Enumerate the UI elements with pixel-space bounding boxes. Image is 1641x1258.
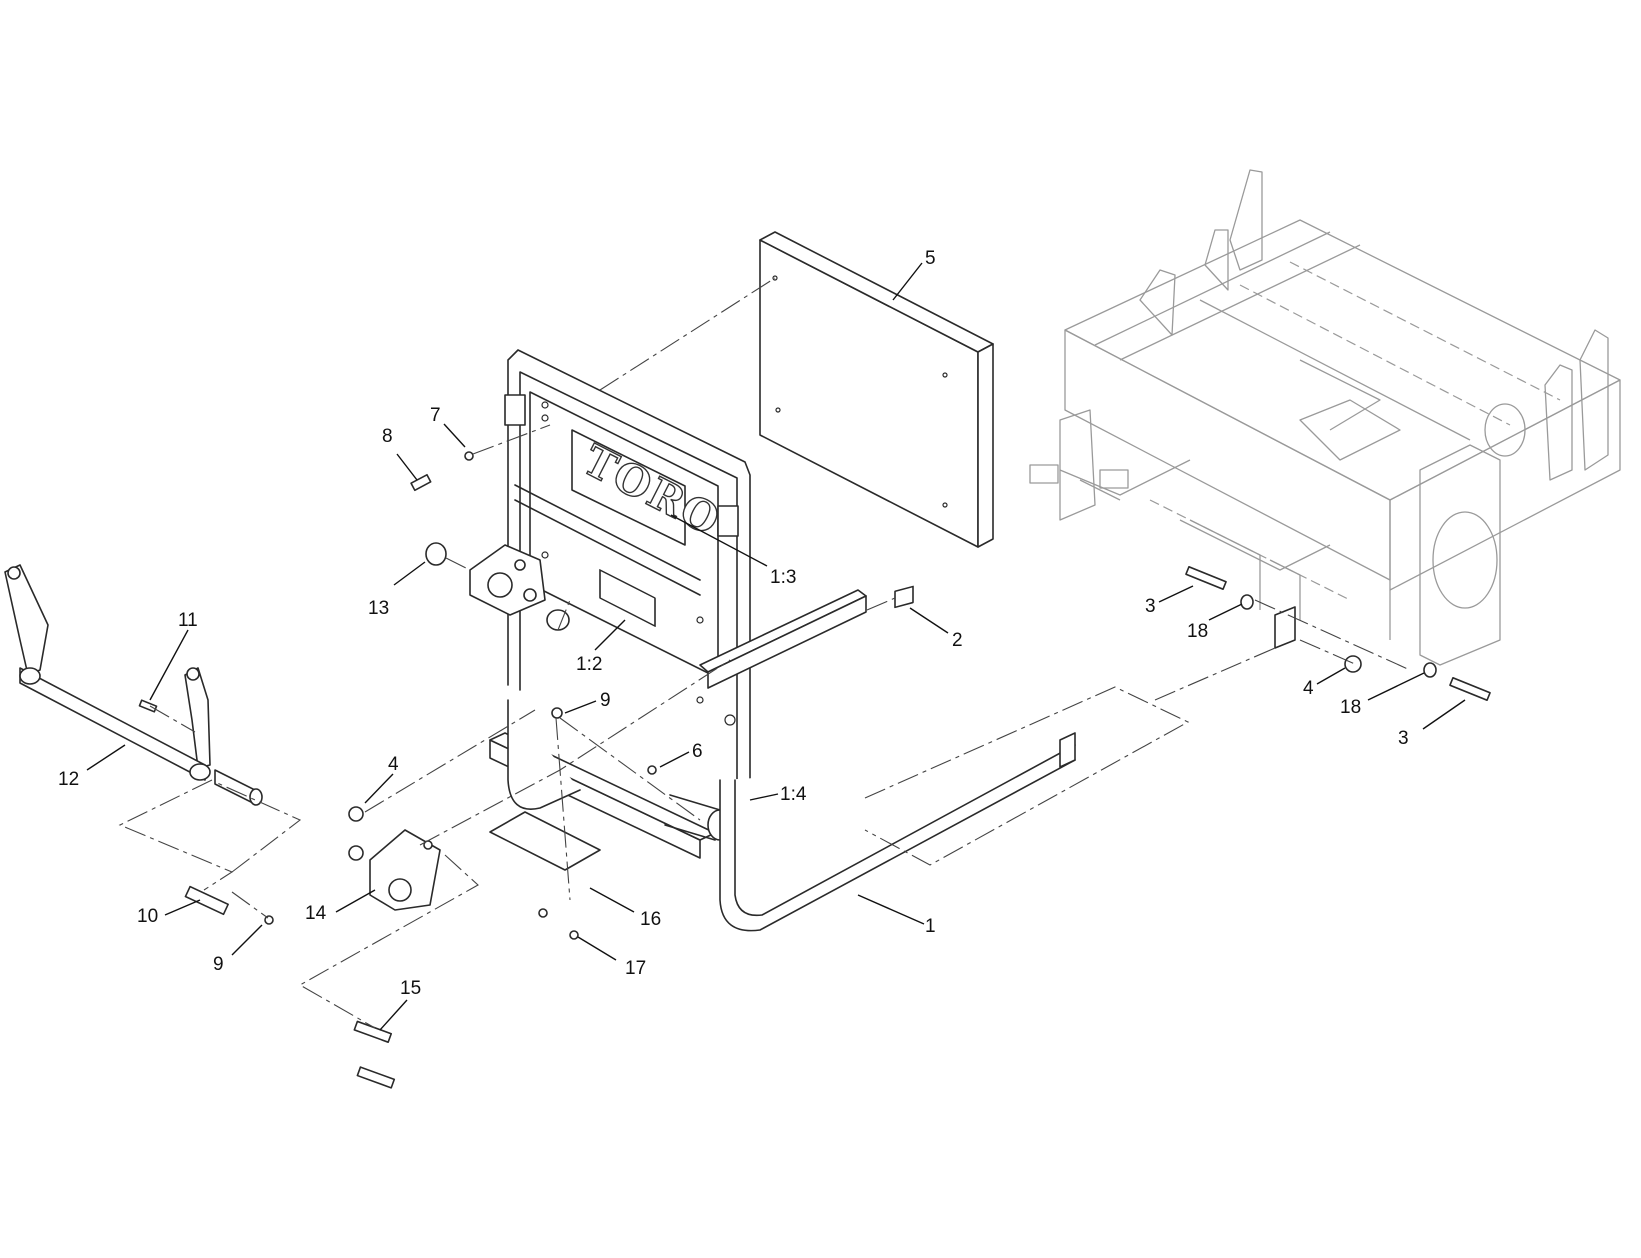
leader-lines (86, 262, 1466, 1031)
callout-13: 13 (368, 598, 389, 619)
mower-frame (1029, 169, 1621, 666)
callout-5: 5 (925, 248, 936, 269)
callout-11: 11 (178, 610, 198, 631)
callout-1-4: 1:4 (780, 784, 807, 805)
callout-1: 1 (925, 916, 936, 937)
callout-labels: 5 7 8 13 1:3 1:2 2 11 12 9 6 1:4 4 14 10… (58, 248, 1409, 999)
callout-3-lower: 3 (1398, 728, 1409, 749)
callout-3-upper: 3 (1145, 596, 1156, 617)
callout-10: 10 (137, 906, 158, 927)
callout-1-3: 1:3 (770, 567, 796, 588)
callout-9-upper: 9 (600, 690, 611, 711)
callout-12: 12 (58, 769, 79, 790)
callout-7: 7 (430, 405, 441, 426)
callout-1-2: 1:2 (576, 654, 602, 675)
callout-4-left: 4 (388, 754, 399, 775)
callout-6: 6 (692, 741, 703, 762)
callout-17: 17 (625, 958, 646, 979)
callout-14: 14 (305, 903, 327, 924)
callout-15: 15 (400, 978, 421, 999)
pivot-bracket (469, 544, 570, 631)
lever-assembly-part-12 (4, 564, 263, 806)
callout-4-right: 4 (1303, 678, 1314, 699)
callout-8: 8 (382, 426, 393, 447)
assembly-phantom-lines (118, 277, 1411, 1029)
callout-9-lower: 9 (213, 954, 224, 975)
hardware-parts (138, 451, 1491, 1089)
callout-18-upper: 18 (1187, 621, 1208, 642)
callout-2: 2 (952, 630, 963, 651)
seat-cushion-part-5 (759, 231, 994, 548)
seat-back-frame-part-1: TORO (489, 349, 1076, 932)
callout-16: 16 (640, 909, 661, 930)
callout-18-lower: 18 (1340, 697, 1361, 718)
